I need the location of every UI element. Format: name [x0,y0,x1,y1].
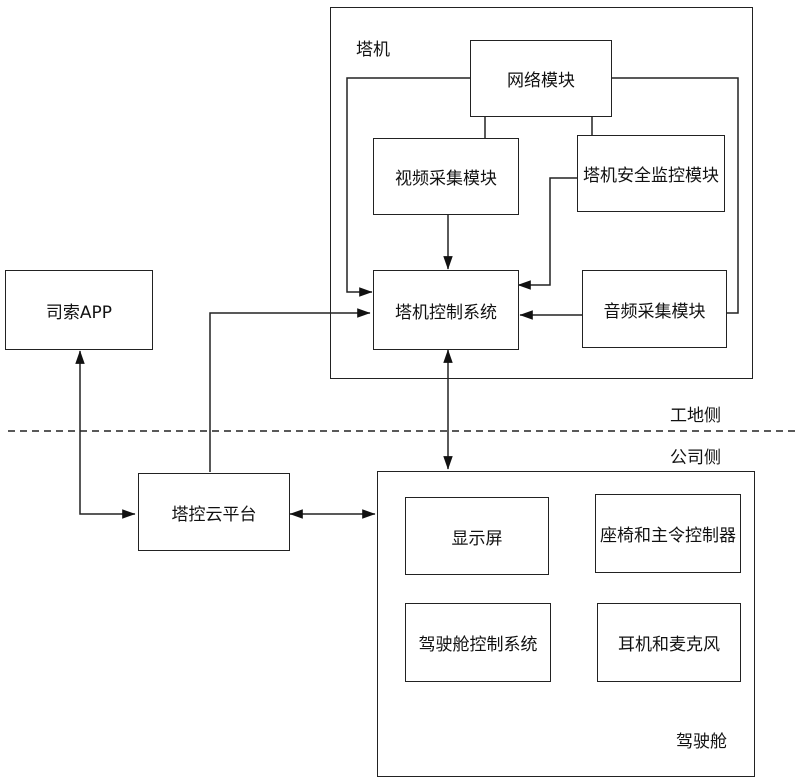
company-side-label: 公司侧 [670,448,721,468]
arrow-safety-to-control [517,177,577,290]
safety-module-box: 塔机安全监控模块 [577,135,725,212]
cloud-platform-box: 塔控云平台 [138,473,290,551]
link-network-audio [612,77,739,314]
audio-module-box: 音频采集模块 [582,270,727,348]
driver-app-box: 司索APP [5,270,153,350]
control-system-box: 塔机控制系统 [373,270,519,350]
display-box: 显示屏 [405,497,549,575]
tower-crane-title: 塔机 [356,40,390,60]
cockpit-title: 驾驶舱 [676,732,727,752]
arrow-cloud-to-control [209,308,371,472]
site-side-label: 工地侧 [670,406,721,426]
link-network-to-control [346,77,470,297]
seat-controller-box: 座椅和主令控制器 [595,494,741,573]
cockpit-control-box: 驾驶舱控制系统 [405,603,551,682]
cockpit-container [377,471,755,777]
tower-crane-container [330,7,753,379]
arrow-app-cloud [75,350,136,519]
headset-box: 耳机和麦克风 [597,603,741,682]
video-module-box: 视频采集模块 [373,138,519,215]
network-module-box: 网络模块 [470,40,612,117]
